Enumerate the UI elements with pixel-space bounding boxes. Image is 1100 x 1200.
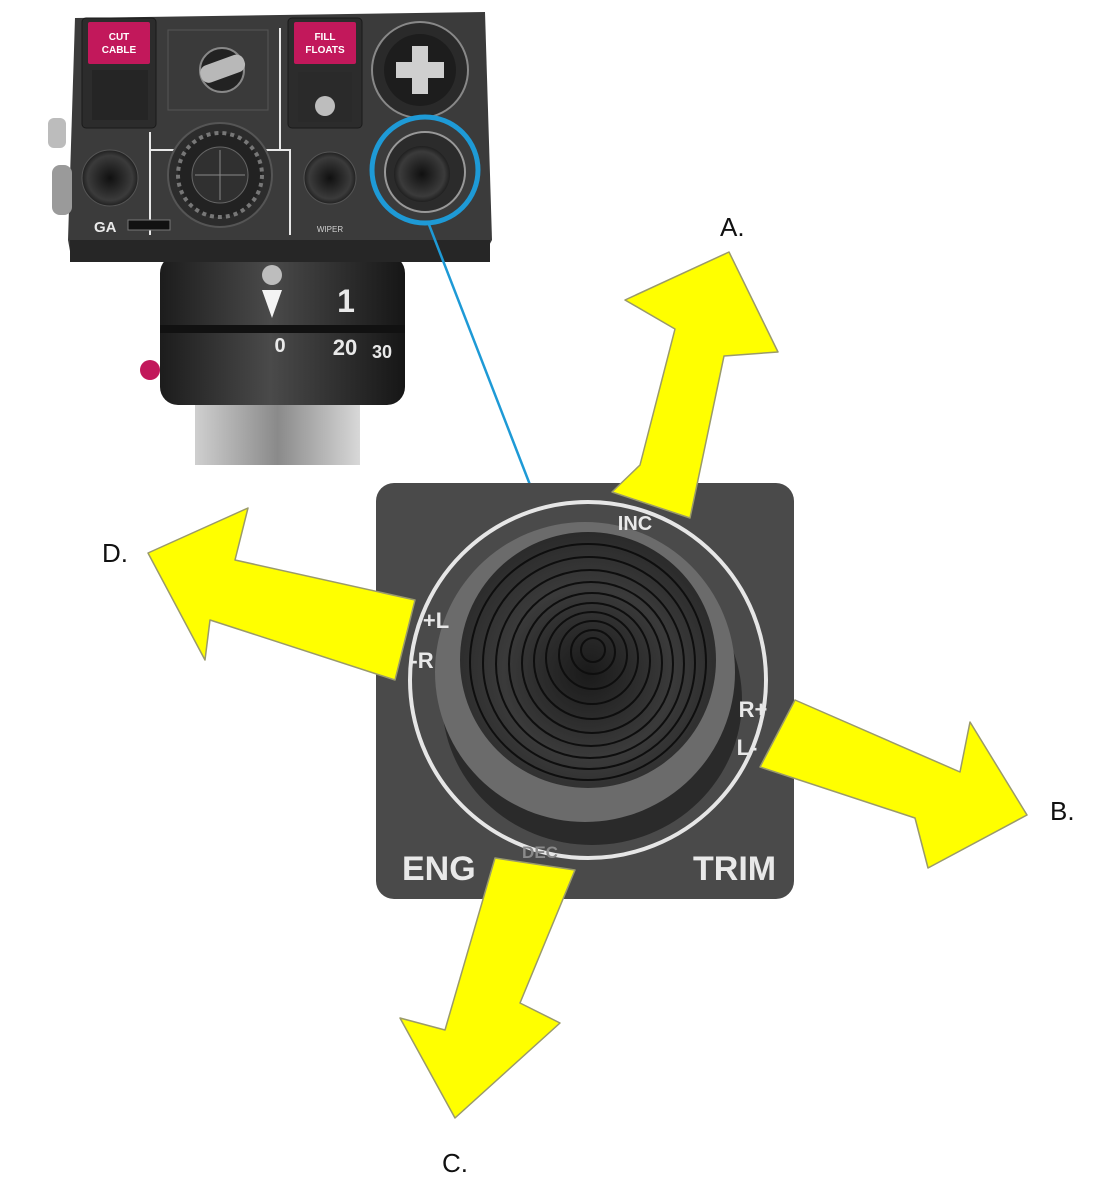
- cut-cable-label-line1: CUT: [109, 32, 130, 43]
- trim-knob-ridges: [469, 543, 707, 781]
- arrow-d-label: D.: [102, 538, 128, 568]
- label-trim: TRIM: [693, 850, 776, 888]
- hoist-joystick[interactable]: [371, 21, 469, 119]
- collar-red-button[interactable]: [140, 360, 160, 380]
- scale-mark-0: 0: [274, 335, 285, 357]
- hoist-thumb-icon: [396, 46, 444, 94]
- label-minus-r: -R: [410, 648, 433, 673]
- scale-marker-1: 1: [337, 283, 355, 319]
- label-plus-l: +L: [423, 608, 449, 633]
- fill-floats-label-line1: FILL: [314, 32, 335, 43]
- trim-switch-enlarged: INC DEC +L -R R+ L- ENG TRIM: [376, 483, 794, 899]
- label-r-plus: R+: [739, 697, 768, 722]
- ga-button[interactable]: GA: [81, 149, 171, 236]
- fill-floats-button[interactable]: [294, 22, 356, 64]
- cut-cable-label-line2: CABLE: [102, 45, 137, 56]
- label-eng: ENG: [402, 850, 476, 888]
- toggle-lever[interactable]: [198, 52, 247, 85]
- collective-control-head: 1 0 20 30 CUT CABLE FILL FLOATS: [48, 12, 492, 465]
- label-inc: INC: [618, 513, 652, 535]
- cut-cable-switch[interactable]: CUT CABLE: [81, 17, 157, 129]
- arrow-b-label: B.: [1050, 796, 1075, 826]
- rotary-dial[interactable]: [167, 122, 273, 228]
- trim-scale-arc: [408, 500, 768, 860]
- label-l-minus: L-: [737, 735, 758, 760]
- arrow-c-icon: [399, 857, 576, 1119]
- arrow-c-label: C.: [442, 1148, 468, 1178]
- ga-label: GA: [94, 219, 117, 236]
- direction-arrows: [147, 251, 1028, 1119]
- callout-circle: [369, 114, 481, 226]
- scale-mark-20: 20: [333, 335, 357, 360]
- index-pointer-icon: [262, 290, 282, 318]
- cut-cable-button[interactable]: [88, 22, 150, 64]
- center-toggle-switch[interactable]: [167, 29, 269, 111]
- arrow-b-icon: [759, 699, 1028, 869]
- fill-floats-label-line2: FLOATS: [305, 45, 345, 56]
- wiper-button[interactable]: WIPER: [303, 151, 357, 234]
- arrow-a-icon: [611, 251, 779, 519]
- arrow-d-icon: [147, 507, 416, 681]
- arrow-a-label: A.: [720, 212, 745, 242]
- label-dec: DEC: [522, 843, 558, 862]
- fill-floats-switch[interactable]: FILL FLOATS: [287, 17, 363, 129]
- scale-mark-30: 30: [372, 342, 392, 362]
- small-trim-switch[interactable]: [384, 131, 466, 213]
- wiper-label: WIPER: [317, 225, 343, 234]
